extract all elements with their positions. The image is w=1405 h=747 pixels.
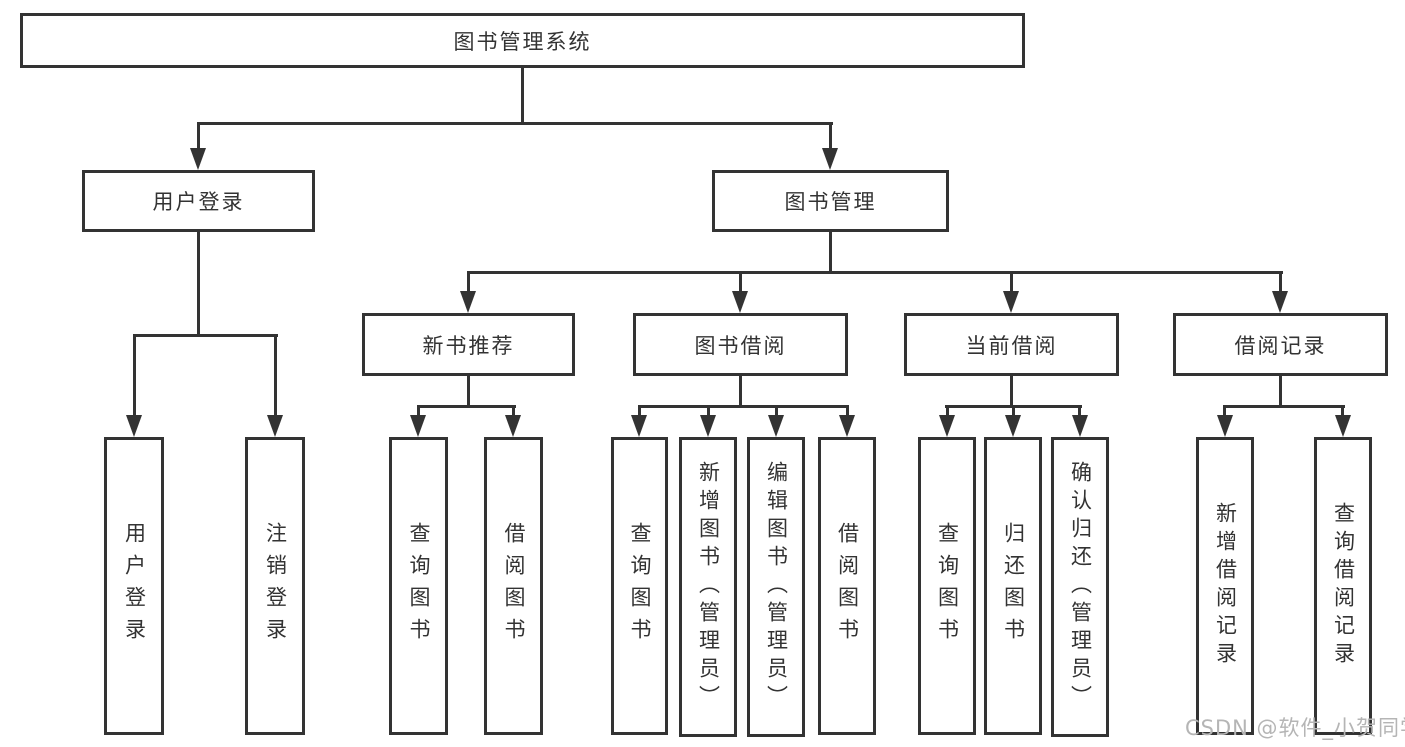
connector-line [829,232,832,274]
connector-line [467,271,1283,274]
csdn-watermark: CSDN @软件_小贺同学 [1185,716,1405,740]
connector-line [417,405,516,408]
leaf-edit-book-admin: 编辑图书（管理员） [747,437,805,737]
connector-line [707,405,710,417]
connector-line [1223,405,1345,408]
leaf-label: 确认归还（管理员） [1068,461,1093,713]
connector-line [739,271,742,293]
connector-line [775,405,778,417]
arrowhead-icon [732,291,748,313]
arrowhead-icon [768,415,784,437]
node-label: 借阅记录 [1234,333,1327,358]
arrowhead-icon [1003,291,1019,313]
arrowhead-icon [267,415,283,437]
node-label: 图书管理系统 [453,29,592,54]
node-borrowing-records: 借阅记录 [1173,313,1388,376]
leaf-borrow-books: 借阅图书 [818,437,876,735]
node-root-library-system: 图书管理系统 [20,13,1025,68]
node-label: 新书推荐 [422,333,515,358]
connector-line [197,122,833,125]
leaf-label: 查询图书 [407,522,431,650]
connector-line [521,68,524,124]
leaf-label: 查询借阅记录 [1331,502,1356,670]
arrowhead-icon [839,415,855,437]
node-user-login: 用户登录 [82,170,315,232]
connector-line [1341,405,1344,417]
arrowhead-icon [505,415,521,437]
connector-line [638,405,849,408]
node-label: 图书管理 [784,190,877,214]
leaf-label: 用户登录 [122,522,147,650]
leaf-label: 新增图书（管理员） [696,461,721,713]
node-book-management: 图书管理 [712,170,949,232]
leaf-confirm-return-admin: 确认归还（管理员） [1051,437,1109,737]
connector-line [829,122,832,150]
arrowhead-icon [1217,415,1233,437]
arrowhead-icon [1005,415,1021,437]
connector-line [638,405,641,417]
arrowhead-icon [1072,415,1088,437]
connector-line [846,405,849,417]
leaf-query-books-borrow: 查询图书 [611,437,668,735]
arrowhead-icon [1272,291,1288,313]
node-label: 当前借阅 [965,333,1058,358]
connector-line [1279,271,1282,293]
arrowhead-icon [410,415,426,437]
node-label: 图书借阅 [694,333,787,358]
arrowhead-icon [1335,415,1351,437]
connector-line [133,334,136,418]
node-book-borrowing: 图书借阅 [633,313,848,376]
connector-line [1012,405,1015,417]
connector-line [1078,405,1081,417]
leaf-label: 编辑图书（管理员） [764,461,789,713]
leaf-label: 查询图书 [935,522,960,650]
leaf-query-books-recommend: 查询图书 [389,437,448,735]
leaf-query-borrow-record: 查询借阅记录 [1314,437,1372,735]
connector-line [512,405,515,417]
leaf-label: 注销登录 [263,522,288,650]
connector-line [133,334,278,337]
leaf-label: 归还图书 [1001,522,1026,650]
connector-line [946,405,949,417]
connector-line [739,376,742,408]
node-new-book-recommendation: 新书推荐 [362,313,575,376]
leaf-add-book-admin: 新增图书（管理员） [679,437,737,737]
leaf-add-borrow-record: 新增借阅记录 [1196,437,1254,735]
connector-line [197,122,200,150]
leaf-return-book: 归还图书 [984,437,1042,735]
arrowhead-icon [190,148,206,170]
leaf-query-books-current: 查询图书 [918,437,976,735]
arrowhead-icon [939,415,955,437]
leaf-label: 借阅图书 [835,522,860,650]
connector-line [467,271,470,293]
connector-line [467,376,470,408]
leaf-borrow-books-recommend: 借阅图书 [484,437,543,735]
connector-line [1223,405,1226,417]
arrowhead-icon [822,148,838,170]
node-current-borrowing: 当前借阅 [904,313,1119,376]
leaf-user-login: 用户登录 [104,437,164,735]
leaf-logout: 注销登录 [245,437,305,735]
connector-line [197,232,200,336]
connector-line [1279,376,1282,408]
connector-line [417,405,420,417]
connector-line [1010,271,1013,293]
leaf-label: 查询图书 [628,522,652,650]
leaf-label: 新增借阅记录 [1213,502,1238,670]
connector-line [274,334,277,418]
arrowhead-icon [126,415,142,437]
arrowhead-icon [460,291,476,313]
connector-line [1010,376,1013,408]
arrowhead-icon [631,415,647,437]
node-label: 用户登录 [152,190,245,214]
leaf-label: 借阅图书 [502,522,526,650]
arrowhead-icon [700,415,716,437]
